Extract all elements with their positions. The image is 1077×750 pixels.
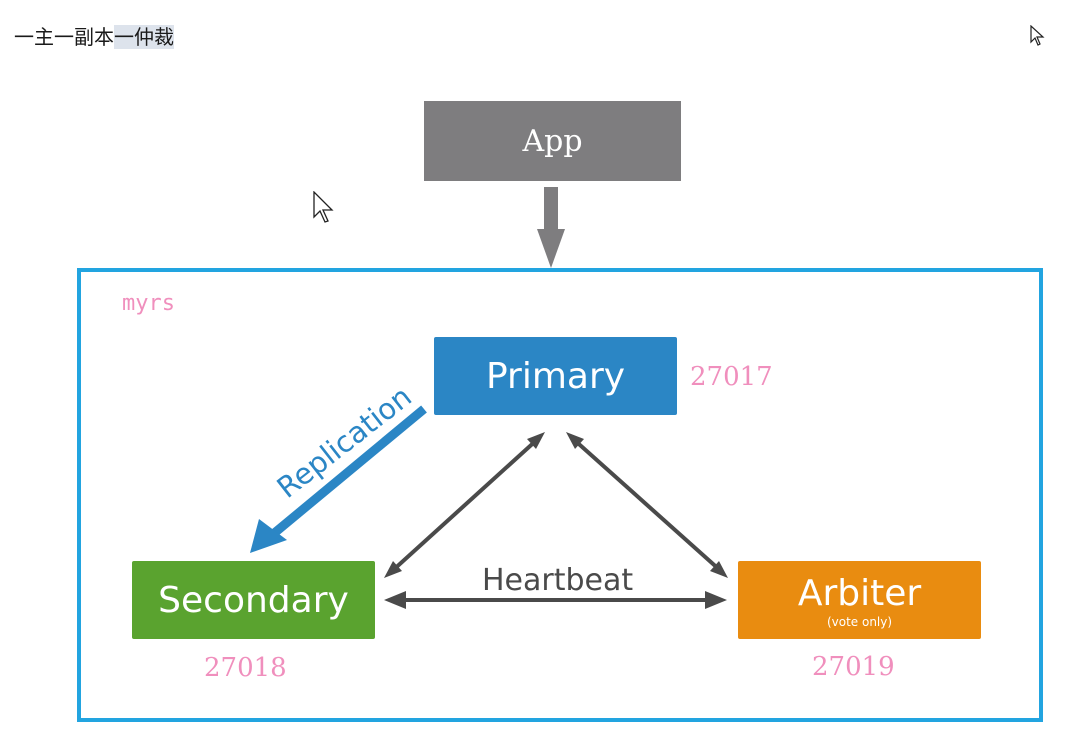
replica-set-name: myrs bbox=[122, 291, 175, 316]
page-title-highlight: 一仲裁 bbox=[114, 25, 174, 49]
heartbeat-label: Heartbeat bbox=[482, 563, 634, 598]
page-title: 一主一副本一仲裁 bbox=[14, 24, 174, 50]
heartbeat-secondary-arbiter-arrow bbox=[384, 591, 727, 609]
replication-arrow bbox=[250, 405, 427, 553]
mouse-pointer-icon bbox=[313, 191, 334, 223]
secondary-label: Secondary bbox=[158, 579, 349, 621]
primary-label: Primary bbox=[485, 355, 626, 397]
app-label: App bbox=[522, 123, 583, 159]
secondary-port: 27018 bbox=[204, 653, 287, 683]
app-node: App bbox=[424, 101, 681, 181]
heartbeat-primary-arbiter-arrow bbox=[566, 432, 728, 578]
heartbeat-primary-secondary-arrow bbox=[384, 432, 545, 578]
arbiter-node: Arbiter (vote only) bbox=[738, 561, 981, 639]
app-to-primary-arrow bbox=[537, 187, 565, 268]
page-title-main: 一主一副本 bbox=[14, 25, 114, 49]
arbiter-port: 27019 bbox=[812, 652, 895, 682]
arbiter-label: Arbiter bbox=[797, 573, 922, 614]
primary-node: Primary bbox=[434, 337, 677, 415]
secondary-node: Secondary bbox=[132, 561, 375, 639]
replica-set-frame bbox=[77, 268, 1043, 722]
arbiter-note: (vote only) bbox=[826, 615, 893, 629]
mouse-pointer-icon bbox=[1030, 25, 1045, 46]
primary-port: 27017 bbox=[690, 362, 773, 392]
